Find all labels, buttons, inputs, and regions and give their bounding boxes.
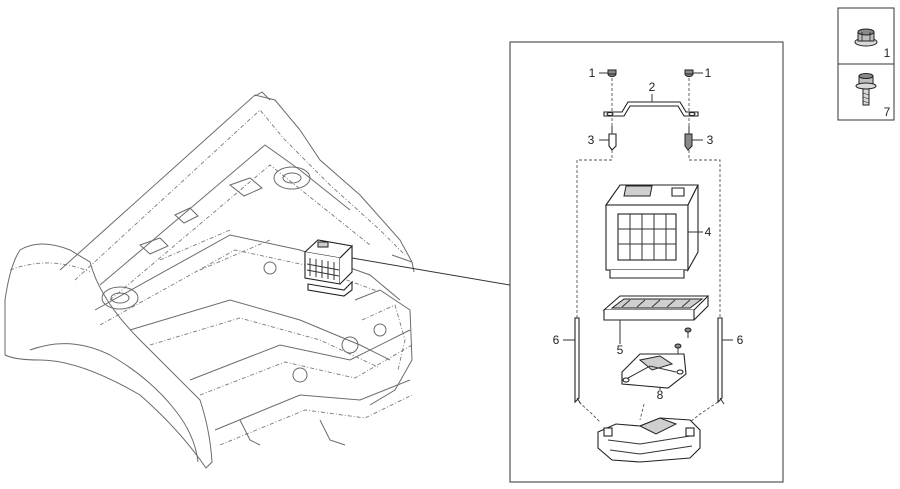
hold-down-rod-right (717, 317, 725, 405)
flange-bolt-icon (855, 73, 877, 106)
vehicle-front-body (4, 91, 415, 469)
callout-2: 2 (649, 80, 656, 94)
callout-1-right: 1 (705, 66, 712, 80)
nut-right (684, 69, 694, 77)
battery-tray-insert (602, 295, 710, 321)
legend-label-7: 7 (884, 105, 891, 119)
battery (604, 184, 699, 279)
fastener-legend: 1 7 (837, 7, 895, 121)
j-hook-right (684, 126, 693, 151)
callout-3-right: 3 (707, 133, 714, 147)
battery-base-support (597, 417, 701, 463)
callout-4: 4 (705, 225, 712, 239)
flange-bolt-small-2 (684, 327, 692, 338)
detail-leader-line (351, 257, 511, 286)
j-hook-left (608, 126, 617, 151)
battery-tray (621, 353, 687, 389)
callout-8: 8 (657, 388, 664, 402)
flange-nut-icon (854, 28, 878, 47)
callout-6-left: 6 (553, 333, 560, 347)
installed-battery (304, 239, 353, 297)
callout-1-left: 1 (589, 66, 596, 80)
callout-5: 5 (617, 343, 624, 357)
callout-6-right: 6 (737, 333, 744, 347)
callout-3-left: 3 (588, 133, 595, 147)
detail-box (509, 41, 784, 483)
hold-down-bracket (603, 101, 699, 117)
legend-label-1: 1 (884, 46, 891, 60)
hold-down-rod-left (574, 317, 582, 405)
nut-left (607, 69, 617, 77)
